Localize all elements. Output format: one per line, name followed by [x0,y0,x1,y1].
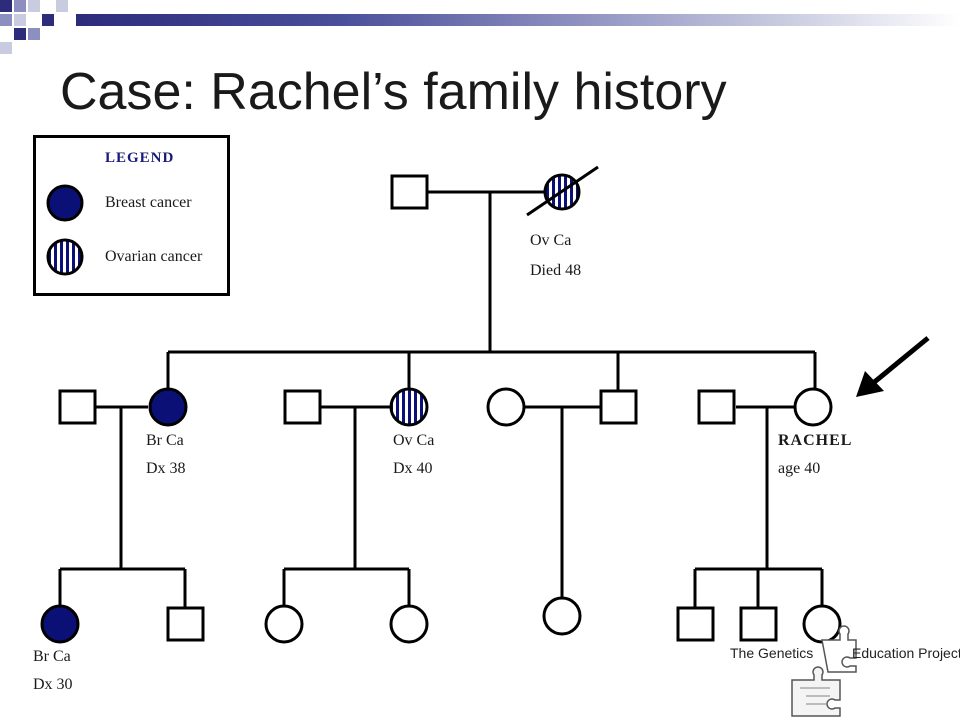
rachel-partner-symbol [697,389,736,425]
rachel-symbol [793,387,833,427]
corner-square-2 [14,0,26,12]
legend-heading: LEGEND [105,150,175,166]
cousin1-label-2: Dx 30 [33,676,73,693]
uncle-in-law-1-symbol [58,389,97,425]
aunt2-symbol [389,387,429,427]
puzzle-logo-icon [791,625,857,717]
aunt1-label-2: Dx 38 [146,460,186,477]
legend-label-ovarian: Ovarian cancer [105,248,203,265]
corner-square-4 [0,14,12,26]
cousin4-symbol [389,604,429,644]
logo-text-right: Education Project [852,645,960,661]
legend-label-breast: Breast cancer [105,194,192,211]
logo-text-left: The Genetics [730,645,814,661]
cousin3-symbol [264,604,304,644]
rachel-child1-symbol [676,606,715,642]
uncle-symbol [599,389,638,425]
aunt1-label-1: Br Ca [146,432,184,449]
legend-breast-symbol [46,184,84,222]
cousin2-symbol [166,606,205,642]
page-title: Case: Rachel’s family history [60,63,727,121]
legend-box [33,135,230,296]
grandmother-label-1: Ov Ca [530,232,572,249]
aunt2-label-2: Dx 40 [393,460,433,477]
rachel-child3-symbol [802,604,842,644]
corner-square-9 [28,28,40,40]
grandfather-symbol [390,174,429,210]
rachel-name-label: RACHEL [778,432,853,449]
corner-square-5 [14,14,26,26]
corner-square-1 [0,0,12,12]
deceased-slash [526,165,599,217]
proband-arrow [856,336,930,397]
corner-square-10 [0,42,12,54]
aunt-in-law-symbol [486,387,526,427]
rachel-child2-symbol [739,606,778,642]
uncle-in-law-2-symbol [283,389,322,425]
cousin1-label-1: Br Ca [33,648,71,665]
corner-square-7 [56,0,68,12]
rachel-age-label: age 40 [778,460,821,477]
corner-square-6 [42,14,54,26]
grandmother-label-2: Died 48 [530,262,582,279]
cousin1-symbol [40,604,80,644]
aunt1-symbol [148,387,188,427]
corner-square-8 [14,28,26,40]
aunt2-label-1: Ov Ca [393,432,435,449]
corner-square-3 [28,0,40,12]
title-bar-gradient [76,14,960,26]
cousin5-symbol [542,596,582,636]
legend-ovarian-symbol [46,238,84,276]
